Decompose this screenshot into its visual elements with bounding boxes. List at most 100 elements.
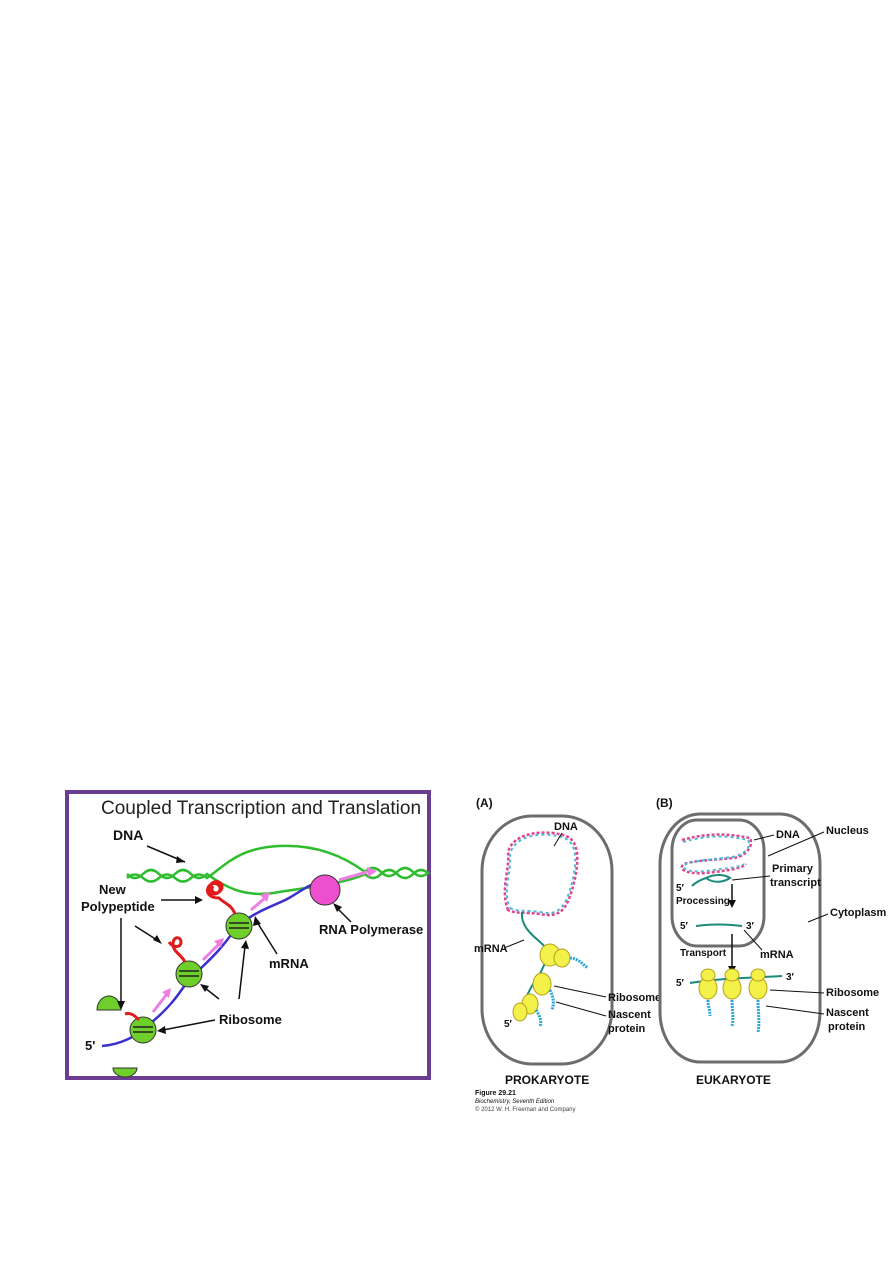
eukaryote-five-prime-c: 5′ (676, 978, 685, 989)
ribosome-direction-arrowhead-1 (162, 988, 171, 998)
dna-strand-a (126, 844, 430, 883)
ribosome-2 (175, 960, 203, 988)
ribosome-label-1: Ribosome (219, 1012, 282, 1027)
polypeptide-short (124, 1012, 141, 1022)
prokaryote-ribosome-pointer (553, 985, 607, 998)
transport-label: Transport (680, 948, 727, 959)
eukaryote-dna-pink (680, 833, 753, 875)
polypeptide-medium (167, 936, 187, 963)
free-ribosome-subunit-small (112, 1067, 138, 1078)
mrna-pointer (256, 921, 278, 955)
left-title: Coupled Transcription and Translation (101, 798, 421, 819)
mrna-label: mRNA (269, 956, 309, 971)
polypeptide-pointer-2-head (153, 935, 162, 944)
eukaryote-nascent-pointer (765, 1005, 825, 1015)
ribosome-direction-arrow-1 (151, 993, 169, 1013)
ribosome-direction-arrowhead-3 (260, 892, 270, 902)
eukaryote-caption: EUKARYOTE (696, 1073, 771, 1087)
polypeptide-pointer-2 (134, 925, 158, 941)
eukaryote-ribosome-pointer (769, 989, 825, 994)
polymerase-arrowhead (367, 867, 377, 877)
eukaryote-ribosome-label: Ribosome (826, 987, 879, 999)
prokaryote-mrna-pointer (503, 939, 525, 949)
prokaryote-dna-label: DNA (554, 821, 578, 833)
cytoplasm-label: Cytoplasm (830, 907, 886, 919)
eukaryote-nascent-label-2: protein (828, 1021, 866, 1033)
eukaryote-ribosomes (698, 968, 768, 1000)
eukaryote-dna-blue (682, 835, 750, 873)
ribosome-pointer-a-head (200, 984, 209, 992)
figure-number: Figure 29.21 (475, 1090, 516, 1097)
eukaryote-five-prime-b: 5′ (680, 921, 689, 932)
left-diagram-canvas: Coupled Transcription and Translation (81, 798, 430, 1078)
eukaryote-three-prime-b: 3′ (786, 972, 795, 983)
eukaryote-primary-transcript (691, 874, 732, 887)
eukaryote-mrna-label: mRNA (760, 949, 794, 961)
ribosome-1 (129, 1016, 157, 1044)
eukaryote-mrna-pointer (743, 929, 763, 951)
ribosome-pointer-c-head (157, 1026, 166, 1034)
nucleus-pointer (767, 831, 825, 857)
eukaryote-cell (658, 812, 822, 1064)
book-title: Biochemistry, Seventh Edition (475, 1099, 555, 1105)
right-diagram-canvas: (A) DNA mRNA Ribosome Nascent protein 5′… (474, 796, 886, 1087)
dna-strand-b (126, 868, 430, 896)
mrna-pointer-head (253, 916, 261, 926)
eukaryote-mrna-nucleus (695, 923, 743, 927)
ribosome-pointer-b (238, 945, 246, 1000)
primary-transcript-pointer (731, 875, 771, 881)
new-polypeptide-label-line1: New (99, 882, 127, 897)
eukaryote-dna-pointer (753, 834, 775, 841)
nucleus-label: Nucleus (826, 825, 869, 837)
ribosome-direction-arrowhead-2 (214, 938, 224, 948)
panel-b-letter: (B) (656, 796, 673, 810)
prokaryote-caption: PROKARYOTE (505, 1073, 589, 1087)
polypeptide-pointer-3-head (117, 1001, 125, 1010)
eukaryote-nascent-proteins (706, 999, 761, 1033)
prokaryote-ribosome-label: Ribosome (608, 992, 661, 1004)
rna-polymerase-pointer (336, 907, 352, 923)
eukaryote-three-prime-a: 3′ (746, 921, 755, 932)
eukaryote-dna-label: DNA (776, 829, 800, 841)
primary-transcript-label-2: transcript (770, 877, 821, 889)
eukaryote-five-prime-a: 5′ (676, 883, 685, 894)
prokaryote-five-prime: 5′ (504, 1019, 513, 1030)
prokaryote-dna-blue (505, 833, 577, 914)
prokaryote-dna-pointer (553, 832, 563, 847)
prokaryote-nascent-label-1: Nascent (608, 1009, 651, 1021)
prokaryote-nascent-proteins (534, 956, 589, 1027)
rna-polymerase-pointer-head (333, 903, 342, 912)
eukaryote-nascent-label-1: Nascent (826, 1007, 869, 1019)
prokaryote-ribosomes (512, 943, 571, 1022)
prokaryote-dna-pink (503, 831, 579, 917)
five-prime-label: 5' (85, 1038, 95, 1053)
rna-polymerase (309, 874, 341, 906)
cytoplasm-pointer (807, 913, 829, 923)
dna-label: DNA (113, 827, 143, 843)
prokaryote-nascent-pointer (555, 1001, 607, 1017)
ribosome-pointer-b-head (241, 940, 249, 949)
ribosome-direction-arrow-2 (201, 942, 221, 962)
polypeptide-pointer-1-head (195, 896, 203, 904)
prokaryote-mrna-label: mRNA (474, 943, 508, 955)
eukaryote-nucleus (670, 818, 766, 948)
ribosome-direction-arrow-3 (250, 896, 266, 912)
dna-pointer-head (176, 856, 185, 863)
free-ribosome-subunit-large (96, 995, 122, 1011)
prokaryote-eukaryote-figure: (A) DNA mRNA Ribosome Nascent protein 5′… (470, 790, 893, 1120)
coupled-transcription-translation-figure: Coupled Transcription and Translation (65, 790, 431, 1080)
panel-a-letter: (A) (476, 796, 493, 810)
polypeptide-long (205, 880, 237, 915)
prokaryote-cell (480, 814, 614, 1066)
new-polypeptide-label-line2: Polypeptide (81, 899, 155, 914)
processing-arrowhead (728, 900, 736, 908)
prokaryote-nascent-label-2: protein (608, 1023, 646, 1035)
ribosome-3 (225, 912, 253, 940)
ribosome-pointer-a (204, 987, 220, 1000)
copyright: © 2012 W. H. Freeman and Company (475, 1107, 576, 1113)
processing-label: Processing (676, 896, 730, 907)
ribosome-pointer-c (162, 1019, 216, 1031)
primary-transcript-label-1: Primary (772, 863, 814, 875)
rna-polymerase-label: RNA Polymerase (319, 922, 423, 937)
polymerase-direction-arrow (338, 870, 368, 882)
